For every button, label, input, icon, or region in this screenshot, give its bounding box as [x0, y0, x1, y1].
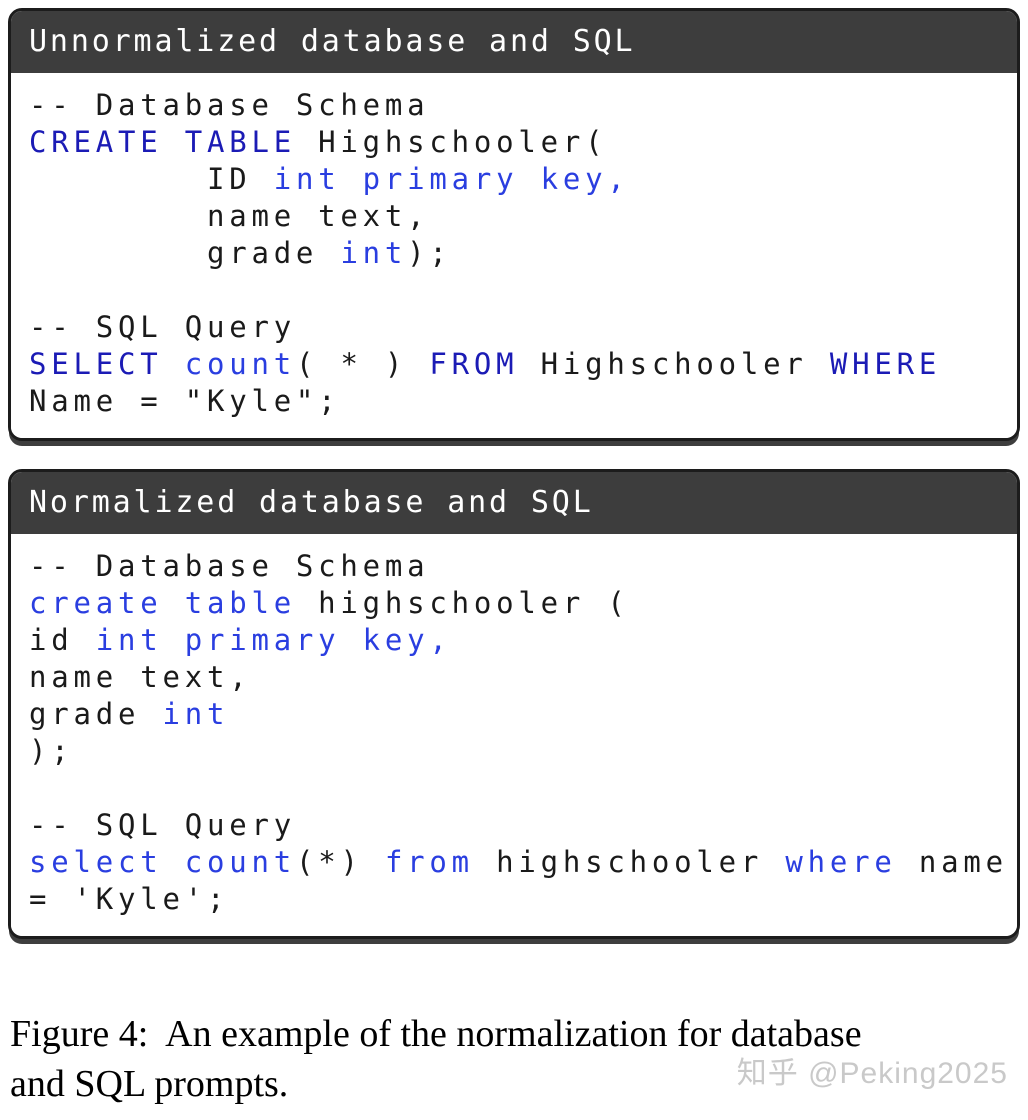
code-keyword: CREATE TABLE [29, 125, 296, 159]
code-text: -- SQL Query [29, 808, 296, 842]
panel-normalized-title: Normalized database and SQL [11, 472, 1017, 534]
code-text: -- Database Schema [29, 88, 430, 122]
code-text: highschooler ( [295, 586, 630, 620]
code-line: = 'Kyle'; [29, 881, 1013, 918]
code-text [162, 347, 184, 381]
code-line: create table highschooler ( [29, 585, 1013, 622]
code-text: grade [29, 236, 341, 270]
code-text: Highschooler( [295, 125, 608, 159]
code-line [29, 272, 1013, 309]
code-text: name text, [29, 199, 430, 233]
figure-caption: Figure 4: An example of the normalizatio… [8, 1009, 1020, 1109]
code-line: grade int [29, 696, 1013, 733]
code-text: ); [29, 734, 74, 768]
code-keyword: int [340, 236, 408, 270]
code-line: CREATE TABLE Highschooler( [29, 124, 1013, 161]
code-keyword: SELECT [29, 347, 163, 381]
code-line: id int primary key, [29, 622, 1013, 659]
code-text: highschooler [473, 845, 786, 879]
code-line: ); [29, 733, 1013, 770]
code-text: = 'Kyle'; [29, 882, 230, 916]
code-text [162, 845, 184, 879]
code-text: name [896, 845, 1008, 879]
code-text: ID [29, 162, 274, 196]
code-text: name text, [29, 660, 252, 694]
panel-normalized: Normalized database and SQL -- Database … [8, 469, 1020, 939]
code-line: SELECT count( * ) FROM Highschooler WHER… [29, 346, 1013, 383]
code-keyword: FROM [429, 347, 519, 381]
code-line: select count(*) from highschooler where … [29, 844, 1013, 881]
code-line: -- Database Schema [29, 87, 1013, 124]
code-text: -- Database Schema [29, 549, 430, 583]
code-text: ( * ) [295, 347, 430, 381]
code-text: (*) [295, 845, 385, 879]
code-line: -- SQL Query [29, 807, 1013, 844]
code-keyword: count [184, 347, 296, 381]
code-keyword: from [384, 845, 474, 879]
code-text: Highschooler [518, 347, 830, 381]
code-line: -- SQL Query [29, 309, 1013, 346]
code-keyword: int primary key, [95, 623, 452, 657]
code-line: name text, [29, 198, 1013, 235]
code-line: ID int primary key, [29, 161, 1013, 198]
panel-unnormalized-title: Unnormalized database and SQL [11, 11, 1017, 73]
code-text: ); [407, 236, 452, 270]
code-keyword: where [785, 845, 897, 879]
code-text: id [29, 623, 96, 657]
code-line: Name = "Kyle"; [29, 383, 1013, 420]
figure-caption-line-1: Figure 4: An example of the normalizatio… [10, 1013, 862, 1055]
code-line: name text, [29, 659, 1013, 696]
code-keyword: WHERE [829, 347, 942, 381]
code-keyword: count [184, 845, 296, 879]
code-line: grade int); [29, 235, 1013, 272]
code-keyword: int [162, 697, 230, 731]
code-keyword: select [29, 845, 163, 879]
code-keyword: create table [29, 586, 296, 620]
figure-caption-line-2: and SQL prompts. [10, 1063, 289, 1105]
code-line [29, 770, 1013, 807]
code-text: -- SQL Query [29, 310, 296, 344]
panel-unnormalized: Unnormalized database and SQL -- Databas… [8, 8, 1020, 441]
code-text: Name = "Kyle"; [29, 384, 341, 418]
code-keyword: int primary key, [273, 162, 630, 196]
code-line: -- Database Schema [29, 548, 1013, 585]
code-text: grade [29, 697, 163, 731]
